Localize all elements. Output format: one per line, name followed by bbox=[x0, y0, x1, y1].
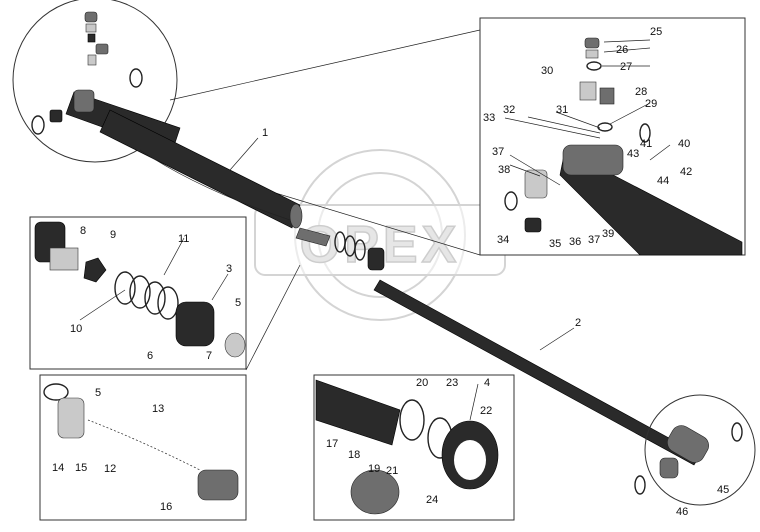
watermark: OPEX bbox=[254, 149, 506, 321]
callout-38: 38 bbox=[498, 164, 510, 176]
callout-43: 43 bbox=[627, 148, 639, 160]
callout-9: 9 bbox=[110, 229, 116, 241]
callout-2: 2 bbox=[575, 317, 581, 329]
callout-1: 1 bbox=[262, 127, 268, 139]
callout-20: 20 bbox=[416, 377, 428, 389]
callout-46: 46 bbox=[676, 506, 688, 518]
callout-3: 3 bbox=[226, 263, 232, 275]
callout-32: 32 bbox=[503, 104, 515, 116]
callout-5a: 5 bbox=[235, 297, 241, 309]
callout-19: 19 bbox=[368, 463, 380, 475]
callout-30: 30 bbox=[541, 65, 553, 77]
leader-lines bbox=[79, 39, 671, 421]
callout-44: 44 bbox=[657, 175, 669, 187]
callout-22: 22 bbox=[480, 405, 492, 417]
callout-13: 13 bbox=[152, 403, 164, 415]
detail-panel-piston bbox=[29, 216, 247, 370]
callout-10: 10 bbox=[70, 323, 82, 335]
callout-26: 26 bbox=[616, 44, 628, 56]
callout-21: 21 bbox=[386, 465, 398, 477]
detail-panel-rod-end bbox=[313, 374, 515, 521]
callout-17: 17 bbox=[326, 438, 338, 450]
callout-7: 7 bbox=[206, 350, 212, 362]
callout-35: 35 bbox=[549, 238, 561, 250]
callout-36: 36 bbox=[569, 236, 581, 248]
detail-panel-spring bbox=[39, 374, 247, 521]
callout-45: 45 bbox=[717, 484, 729, 496]
callout-4: 4 bbox=[484, 377, 490, 389]
callout-31: 31 bbox=[556, 104, 568, 116]
callout-37b: 37 bbox=[588, 234, 600, 246]
cylinder-body bbox=[99, 109, 303, 229]
callout-6: 6 bbox=[147, 350, 153, 362]
callout-5b: 5 bbox=[95, 387, 101, 399]
callout-24: 24 bbox=[426, 494, 438, 506]
callout-33: 33 bbox=[483, 112, 495, 124]
callout-23: 23 bbox=[446, 377, 458, 389]
callout-16: 16 bbox=[160, 501, 172, 513]
callout-40: 40 bbox=[678, 138, 690, 150]
callout-42: 42 bbox=[680, 166, 692, 178]
callout-29: 29 bbox=[645, 98, 657, 110]
callout-14: 14 bbox=[52, 462, 64, 474]
callout-18: 18 bbox=[348, 449, 360, 461]
callout-28: 28 bbox=[635, 86, 647, 98]
callout-25: 25 bbox=[650, 26, 662, 38]
callout-8: 8 bbox=[80, 225, 86, 237]
callout-37a: 37 bbox=[492, 146, 504, 158]
piston-rod bbox=[373, 279, 709, 466]
callout-15: 15 bbox=[75, 462, 87, 474]
piston-parts bbox=[295, 227, 385, 271]
callout-27: 27 bbox=[620, 61, 632, 73]
callout-11: 11 bbox=[178, 233, 189, 245]
callout-39: 39 bbox=[602, 228, 614, 240]
callout-12: 12 bbox=[104, 463, 116, 475]
callout-34: 34 bbox=[497, 234, 509, 246]
callout-41: 41 bbox=[640, 138, 652, 150]
detail-circle-bottom-right bbox=[634, 394, 756, 506]
detail-panel-right bbox=[479, 17, 746, 256]
callout-labels: 1 2 3 4 5 5 6 7 8 9 10 11 12 13 14 15 16… bbox=[52, 26, 729, 518]
